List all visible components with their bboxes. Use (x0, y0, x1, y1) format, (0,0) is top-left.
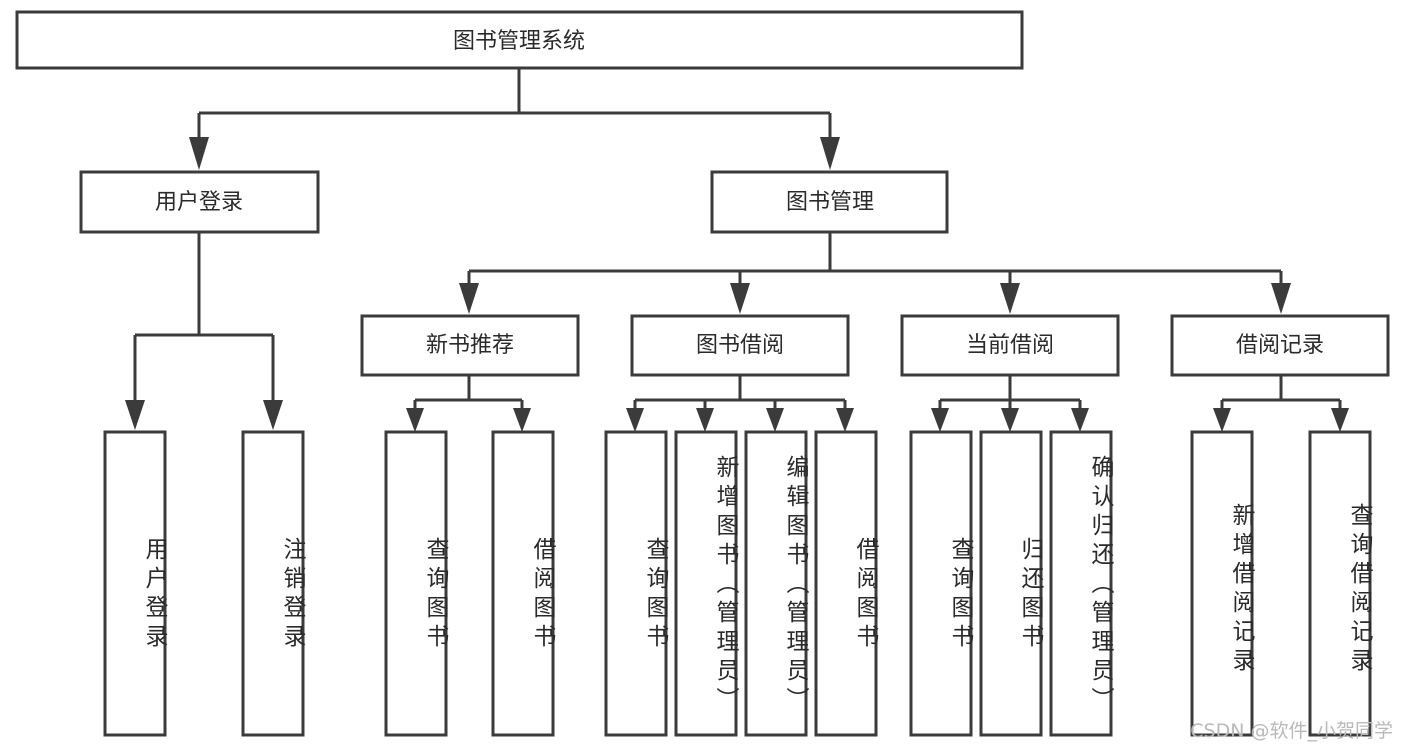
node-books-management-label: 图书管理 (786, 190, 874, 215)
leaf-box-confirm-return[interactable] (1049, 430, 1113, 737)
arrow-head-icon (820, 137, 840, 170)
leaf-box-borrow-book-nb[interactable] (491, 430, 555, 737)
leaf-box-logout[interactable] (241, 430, 305, 737)
node-book-borrow-label: 图书借阅 (696, 333, 784, 358)
arrow-head-icon (1213, 408, 1231, 432)
arrow-head-icon (1271, 283, 1291, 314)
arrow-head-icon (1331, 408, 1349, 432)
arrow-head-icon (730, 283, 750, 314)
leaf-box-add-book[interactable] (674, 430, 738, 737)
node-root-box[interactable] (15, 10, 1024, 70)
arrow-head-icon (766, 408, 784, 432)
arrow-head-icon (263, 400, 283, 430)
connector-bookborrow-to-leaves (626, 375, 854, 432)
arrow-head-icon (459, 283, 479, 314)
node-book-borrow-box[interactable] (630, 314, 850, 377)
node-user-login-label: 用户登录 (155, 190, 243, 215)
arrow-head-icon (1071, 408, 1089, 432)
connector-userlogin-to-leaves (125, 232, 283, 430)
leaf-box-user-login[interactable] (103, 430, 167, 737)
node-root-label: 图书管理系统 (453, 29, 585, 54)
leaf-box-query-book-cb[interactable] (909, 430, 973, 737)
node-new-book-recommend-label: 新书推荐 (426, 333, 514, 358)
connector-root-to-level1 (189, 68, 840, 170)
leaf-box-add-borrow-record[interactable] (1190, 430, 1254, 737)
arrow-head-icon (125, 400, 145, 430)
node-borrow-record-box[interactable] (1170, 314, 1390, 377)
node-current-borrow-label: 当前借阅 (966, 333, 1054, 358)
leaf-box-query-book-nb[interactable] (384, 430, 448, 737)
arrow-head-icon (1000, 283, 1020, 314)
arrow-head-icon (406, 408, 424, 432)
node-books-management-box[interactable] (710, 170, 949, 234)
leaf-box-query-book-bb[interactable] (604, 430, 668, 737)
arrow-head-icon (836, 408, 854, 432)
leaf-box-query-borrow-record[interactable] (1308, 430, 1372, 737)
node-new-book-recommend-box[interactable] (360, 314, 580, 377)
arrow-head-icon (1001, 408, 1019, 432)
watermark-text: CSDN @软件_小贺同学 (1190, 720, 1393, 742)
leaf-box-edit-book[interactable] (744, 430, 808, 737)
connector-newbook-to-leaves (406, 375, 531, 432)
arrow-head-icon (189, 137, 209, 170)
arrow-head-icon (931, 408, 949, 432)
arrow-head-icon (513, 408, 531, 432)
node-user-login-box[interactable] (79, 170, 320, 234)
connector-currentborrow-to-leaves (931, 375, 1089, 432)
leaf-box-return-book[interactable] (979, 430, 1043, 737)
arrow-head-icon (696, 408, 714, 432)
node-borrow-record-label: 借阅记录 (1236, 333, 1324, 358)
connector-booksmgmt-to-level2 (459, 232, 1291, 314)
connector-borrowrecord-to-leaves (1213, 375, 1349, 432)
arrow-head-icon (626, 408, 644, 432)
node-current-borrow-box[interactable] (900, 314, 1120, 377)
leaf-box-borrow-book-bb[interactable] (814, 430, 878, 737)
